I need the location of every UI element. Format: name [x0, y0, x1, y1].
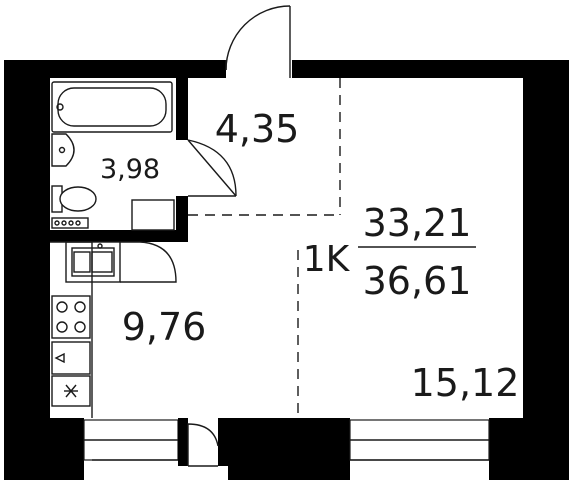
right-wall — [523, 60, 569, 480]
top-wall-right — [292, 60, 569, 78]
bottom-wall-right — [489, 418, 569, 480]
washing-machine — [131, 199, 175, 231]
bathroom-wall-right-upper — [176, 78, 188, 140]
bathroom-wall-right-lower — [176, 196, 188, 240]
kitchen-sink — [65, 241, 177, 283]
hallway-area-label: 4,35 — [215, 107, 300, 151]
zone-separators — [188, 78, 341, 418]
entrance-door — [222, 5, 291, 78]
kitchen-balcony-door — [178, 418, 228, 467]
bathroom-walls — [50, 78, 237, 242]
windows — [83, 419, 490, 461]
sink — [51, 133, 75, 167]
freezer — [51, 375, 91, 407]
bathroom-wall-bottom — [50, 230, 188, 242]
total-area-label: 36,61 — [363, 259, 472, 303]
toilet — [51, 185, 97, 213]
stove — [51, 295, 91, 339]
kitchen-area-label: 9,76 — [122, 305, 207, 349]
towel-rail — [51, 217, 89, 229]
bottom-wall-left — [4, 418, 84, 480]
bottom-wall-center — [228, 418, 350, 480]
top-wall-left — [4, 60, 222, 78]
living-area-label: 33,21 — [363, 201, 472, 245]
kitchen-counter — [50, 241, 93, 418]
living-room-area-label: 15,12 — [411, 361, 520, 405]
bathroom-area-label: 3,98 — [100, 154, 160, 185]
bathtub — [51, 81, 173, 133]
apartment-type-label: 1K — [303, 239, 351, 280]
outer-walls — [4, 60, 569, 480]
fridge — [51, 341, 91, 375]
left-wall — [4, 60, 50, 480]
